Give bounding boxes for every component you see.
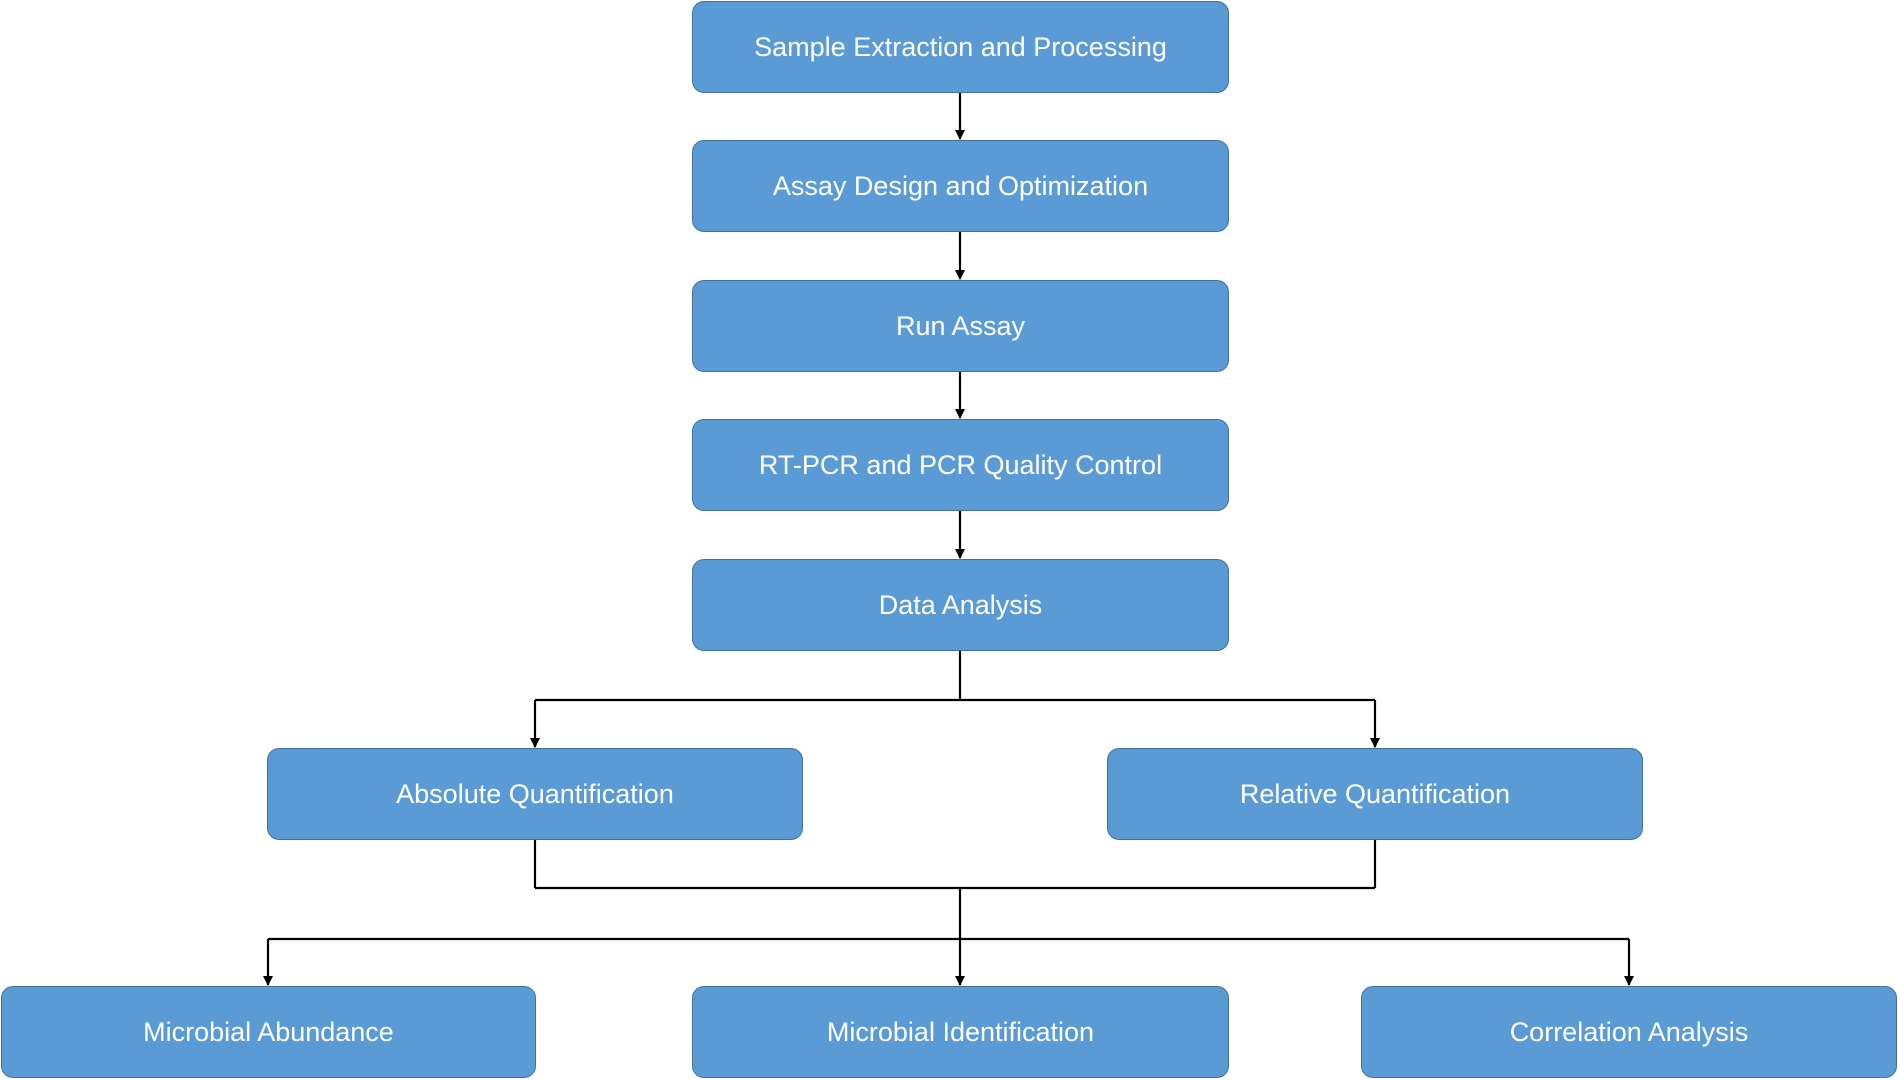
step-relative-quantification: Relative Quantification — [1107, 748, 1643, 840]
step-data-analysis: Data Analysis — [692, 559, 1229, 651]
step-run-assay: Run Assay — [692, 280, 1229, 372]
step-run-assay-label: Run Assay — [895, 310, 1026, 341]
outcome-correlation-analysis: Correlation Analysis — [1361, 986, 1897, 1078]
step-quality-control-label: RT-PCR and PCR Quality Control — [758, 449, 1163, 480]
step-assay-design-label: Assay Design and Optimization — [772, 170, 1149, 201]
step-data-analysis-label: Data Analysis — [878, 589, 1043, 620]
outcome-microbial-abundance: Microbial Abundance — [1, 986, 536, 1078]
step-absolute-quantification: Absolute Quantification — [267, 748, 803, 840]
step-sample-extraction-label: Sample Extraction and Processing — [754, 31, 1167, 62]
outcome-microbial-identification-label: Microbial Identification — [826, 1016, 1095, 1047]
outcome-correlation-analysis-label: Correlation Analysis — [1509, 1016, 1749, 1047]
step-relative-quantification-label: Relative Quantification — [1239, 778, 1511, 809]
step-sample-extraction: Sample Extraction and Processing — [692, 1, 1229, 93]
step-absolute-quantification-label: Absolute Quantification — [396, 778, 674, 809]
outcome-microbial-identification: Microbial Identification — [692, 986, 1229, 1078]
outcome-microbial-abundance-label: Microbial Abundance — [143, 1016, 394, 1047]
step-quality-control: RT-PCR and PCR Quality Control — [692, 419, 1229, 511]
step-assay-design: Assay Design and Optimization — [692, 140, 1229, 232]
